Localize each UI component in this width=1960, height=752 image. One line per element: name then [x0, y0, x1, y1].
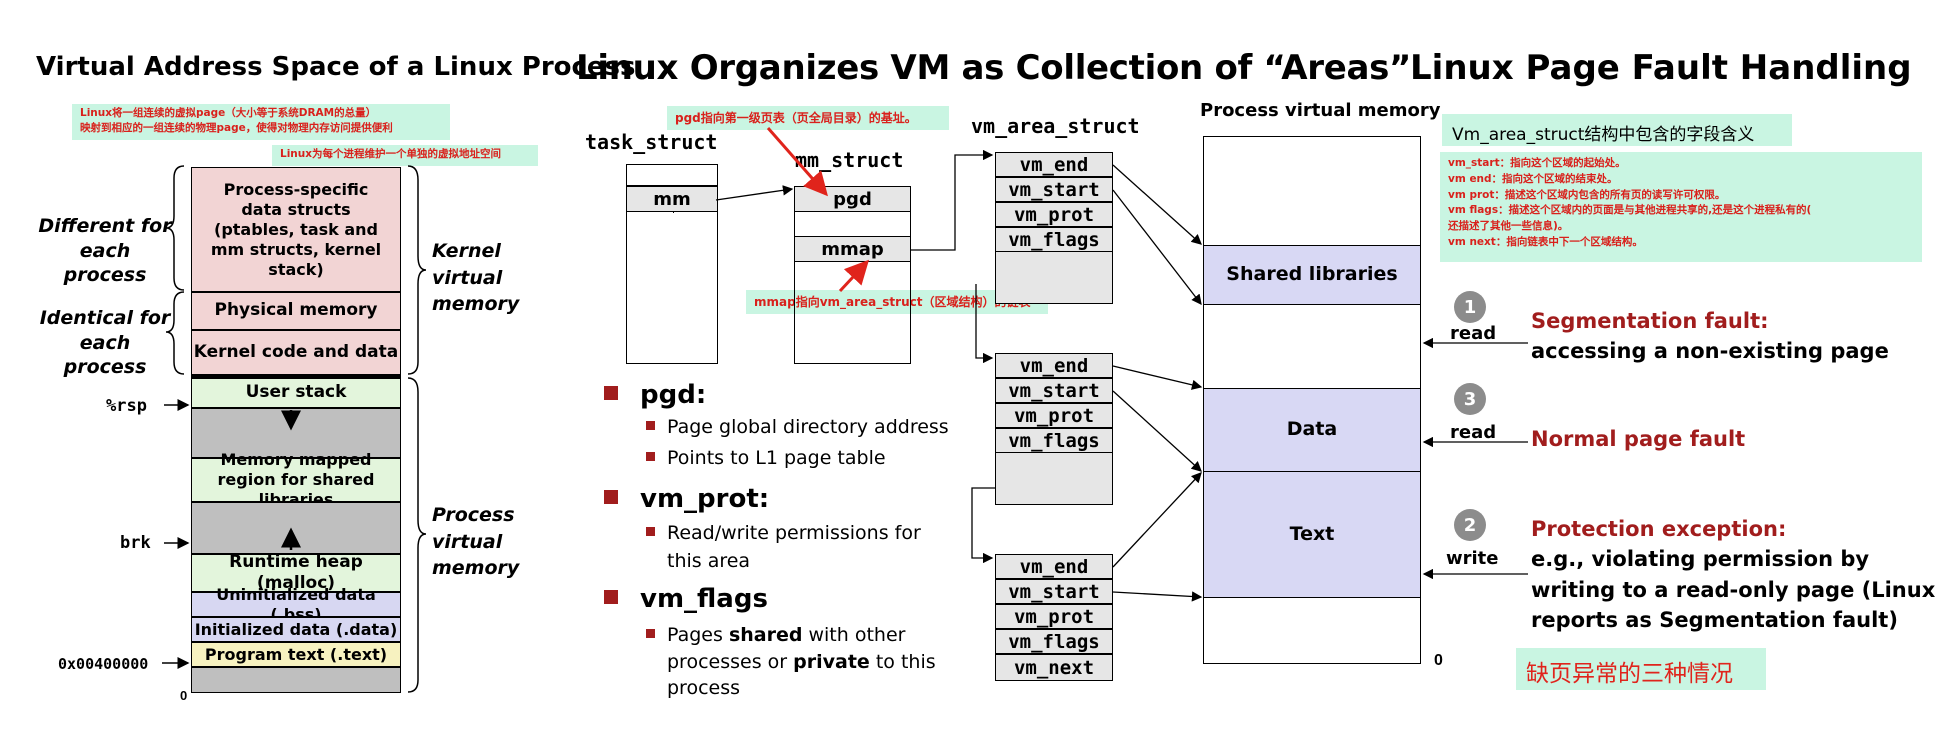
block-process-specific: Process-specific data structs (ptables, … [191, 167, 401, 292]
bullet-vm-prot: vm_prot: [604, 484, 769, 514]
area3-vm-prot: vm_prot [995, 604, 1113, 629]
note-separate-address-space: Linux为每个进程维护一个单独的虚拟地址空间 [272, 145, 538, 166]
brace-process [407, 377, 427, 693]
area2-vm-end: vm_end [995, 353, 1113, 378]
label-address-zero: 0 [180, 688, 188, 703]
mm-struct-mmap: mmap [794, 236, 911, 262]
label-brk: brk [120, 533, 151, 553]
block-kernel-code: Kernel code and data [191, 330, 401, 376]
arrow-area1-to-area2 [975, 284, 994, 364]
gap-bottom [191, 667, 401, 693]
bullet-pgd: pgd: [604, 380, 706, 410]
arrow-area3-end [1112, 472, 1202, 568]
task-struct-cover [627, 213, 717, 363]
area1-vm-end: vm_end [995, 152, 1113, 177]
block-runtime-heap: Runtime heap (malloc) [191, 552, 401, 593]
fault-1-text: Segmentation fault: accessing a non-exis… [1531, 309, 1889, 364]
note-vm-area-title: Vm_area_struct结构中包含的字段含义 [1442, 114, 1792, 146]
pvm-title: Process virtual memory [1200, 100, 1441, 121]
arrow-area1-end [1112, 164, 1202, 245]
arrow-note-pgd [766, 127, 828, 197]
arrow-area2-end [1112, 365, 1203, 390]
sub-pgd-2: Points to L1 page table [646, 447, 886, 469]
area3-vm-end: vm_end [995, 554, 1113, 579]
area1-vm-flags: vm_flags [995, 227, 1113, 252]
summary-three-cases: 缺页异常的三种情况 [1516, 648, 1766, 690]
arrow-area2-to-area3 [971, 487, 995, 564]
arrow-mmap-to-area1 [911, 149, 994, 251]
arrow-area1-start [1112, 189, 1202, 306]
sub-pgd-1: Page global directory address [646, 416, 949, 438]
arrow-note-mmap [838, 259, 870, 293]
block-physical-memory: Physical memory [191, 292, 401, 330]
arrow-mm-to-mm-struct [715, 185, 794, 201]
pvm-zero-label: 0 [1434, 652, 1443, 669]
area2-vm-prot: vm_prot [995, 403, 1113, 428]
label-different-for-each-process: Different for each process [38, 215, 172, 287]
area1-vm-prot: vm_prot [995, 202, 1113, 227]
label-rsp: %rsp [106, 396, 147, 416]
region-shared-libraries: Shared libraries [1203, 245, 1421, 305]
area2-vm-flags: vm_flags [995, 428, 1113, 453]
area3-vm-start: vm_start [995, 579, 1113, 604]
middle-title: Linux Organizes VM as Collection of “Are… [576, 48, 1412, 88]
area3-vm-next: vm_next [995, 654, 1113, 681]
label-task-struct: task_struct [585, 130, 718, 154]
note-virtual-mapping: Linux将一组连续的虚拟page（大小等于系统DRAM的总量） 映射到相应的一… [72, 104, 450, 140]
label-identical-for-each-process: Identical for each process [39, 307, 171, 379]
fault-2-number: 2 [1454, 509, 1486, 541]
brace-kernel [407, 165, 427, 375]
left-title: Virtual Address Space of a Linux Process [36, 52, 636, 82]
label-start-address: 0x00400000 [58, 655, 149, 673]
bullet-vm-flags: vm_flags [604, 584, 768, 614]
arrow-area3-start [1112, 591, 1203, 602]
brace-different [165, 165, 185, 291]
region-text: Text [1203, 471, 1421, 598]
area3-vm-flags: vm_flags [995, 629, 1113, 654]
area2-vm-start: vm_start [995, 378, 1113, 403]
area1-vm-start: vm_start [995, 177, 1113, 202]
fault-3-op: read [1450, 422, 1497, 443]
fault-2-text: Protection exception: e.g., violating pe… [1531, 517, 1936, 633]
fault-1-op: read [1450, 323, 1497, 344]
right-title: Linux Page Fault Handling [1410, 48, 1912, 88]
block-data: Initialized data (.data) [191, 617, 401, 642]
label-mm-struct: mm_struct [795, 148, 904, 172]
fault-1-number: 1 [1454, 291, 1486, 323]
block-mmap-region: Memory mapped region for shared librarie… [191, 450, 401, 509]
kernel-user-divider [191, 374, 401, 378]
note-pgd: pgd指向第一级页表（页全局目录）的基址。 [667, 106, 949, 130]
sub-vm-flags: Pages shared with other processes or pri… [646, 622, 936, 702]
block-text: Program text (.text) [191, 642, 401, 667]
left-connectors [162, 165, 427, 693]
fault-3-number: 3 [1454, 383, 1486, 415]
note-vm-area-fields: vm_start：指向这个区域的起始处。 vm end：指向这个区域的结束处。 … [1440, 152, 1922, 262]
arrow-area2-start [1112, 390, 1202, 472]
block-user-stack: User stack [191, 378, 401, 408]
label-process-virtual-memory: Process virtual memory [432, 504, 520, 580]
sub-vm-prot: Read/write permissions for this area [646, 520, 921, 575]
brace-identical [165, 291, 185, 375]
fault-2-op: write [1446, 548, 1499, 569]
label-vm-area-struct: vm_area_struct [971, 114, 1140, 138]
fault-3-text: Normal page fault [1531, 427, 1746, 451]
task-struct-mm: mm [626, 186, 718, 212]
task-struct-top-cell [626, 164, 718, 186]
label-kernel-virtual-memory: Kernel virtual memory [432, 240, 520, 316]
